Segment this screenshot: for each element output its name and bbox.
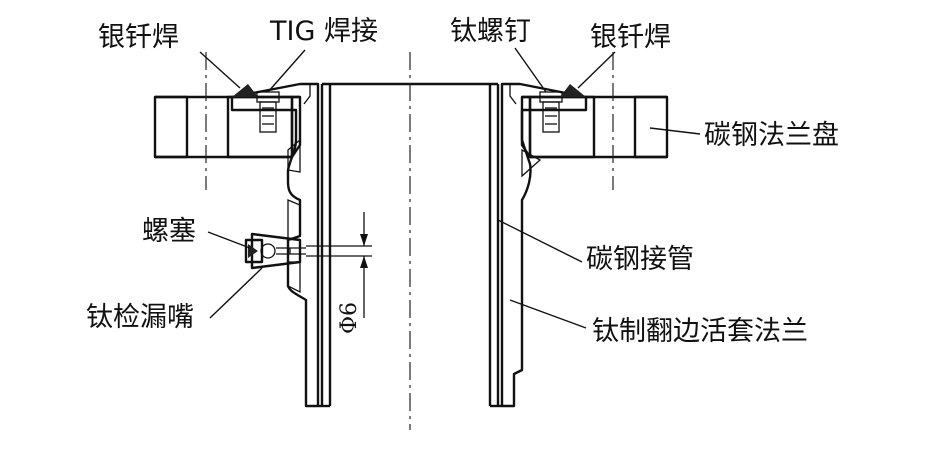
label-silver-brazing-right: 银钎焊 (590, 22, 671, 53)
carbon-steel-pipe (303, 82, 517, 408)
label-titanium-lap-flange: 钛制翻边活套法兰 (592, 316, 808, 347)
carbon-steel-flange-right (520, 95, 669, 159)
diameter-dimension: Φ6 (306, 212, 372, 334)
label-carbon-steel-pipe: 碳钢接管 (586, 244, 694, 275)
leader-leak-nozzle (209, 267, 263, 319)
label-plug-screw: 螺塞 (142, 216, 196, 247)
titanium-leak-nozzle (244, 232, 306, 270)
label-carbon-steel-flange: 碳钢法兰盘 (704, 120, 839, 151)
leader-tig-welding (267, 49, 306, 93)
label-leak-nozzle: 钛检漏嘴 (86, 302, 194, 333)
diameter-dim-text: Φ6 (337, 302, 362, 334)
label-tig-welding: TIG 焊接 (269, 16, 378, 47)
silver-braze-bead-left (232, 84, 258, 97)
label-silver-brazing-left: 银钎焊 (98, 22, 179, 53)
carbon-steel-flange-left (153, 95, 302, 159)
leader-plug-screw (207, 231, 251, 249)
silver-braze-bead-right (560, 84, 586, 97)
leader-titanium-lap-flange (509, 299, 587, 329)
leader-carbon-steel-pipe (497, 219, 583, 263)
leader-silver-brazing-right (577, 51, 616, 89)
titanium-lap-flange-right (500, 82, 588, 408)
leader-titanium-screw (514, 47, 547, 93)
leader-carbon-steel-flange (649, 127, 701, 135)
leader-silver-brazing-left (199, 51, 241, 89)
label-titanium-screw: 钛螺钉 (450, 16, 531, 47)
